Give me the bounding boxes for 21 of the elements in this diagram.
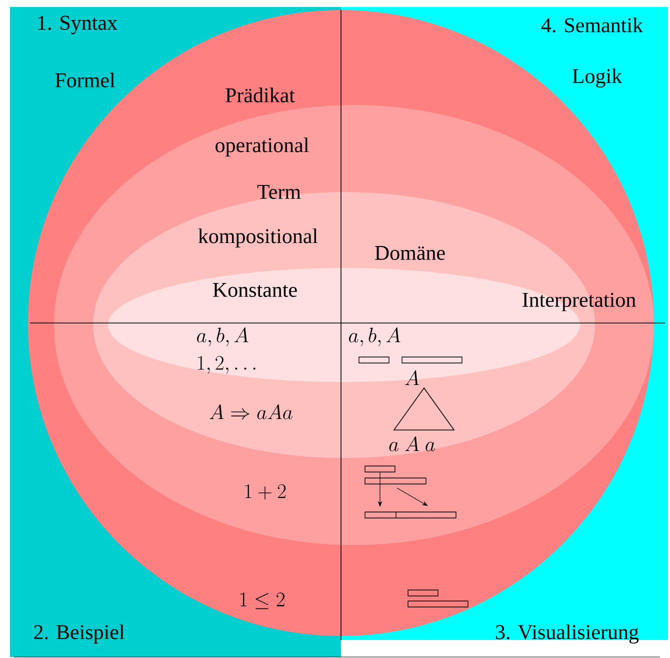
label: $a\ A\ a$ (389, 436, 435, 452)
label: 1. Syntax (38, 16, 118, 34)
label: Formel (55, 72, 115, 88)
label: $A$ (405, 370, 420, 386)
label: $1, 2, \ldots$ (198, 356, 256, 374)
label: Logik (572, 68, 622, 88)
label: $A \Rightarrow aAa$ (210, 404, 292, 420)
label: $a, b, A$ (197, 327, 248, 346)
label: Domäne (375, 246, 445, 260)
label: $a, b, A$ (349, 327, 400, 346)
label: $1+2$ (245, 484, 286, 500)
label: $1 \leq 2$ (240, 592, 284, 610)
label: 3. Visualisierung (496, 624, 639, 644)
label: Konstante (213, 283, 297, 297)
label: operational (216, 137, 309, 157)
label: Prädikat (226, 88, 295, 102)
label: 2. Beispiel (34, 624, 124, 644)
label: kompositional (198, 228, 318, 248)
label: Interpretation (522, 292, 636, 312)
label: 4. Semantik (541, 18, 644, 32)
label: Term (257, 185, 301, 199)
